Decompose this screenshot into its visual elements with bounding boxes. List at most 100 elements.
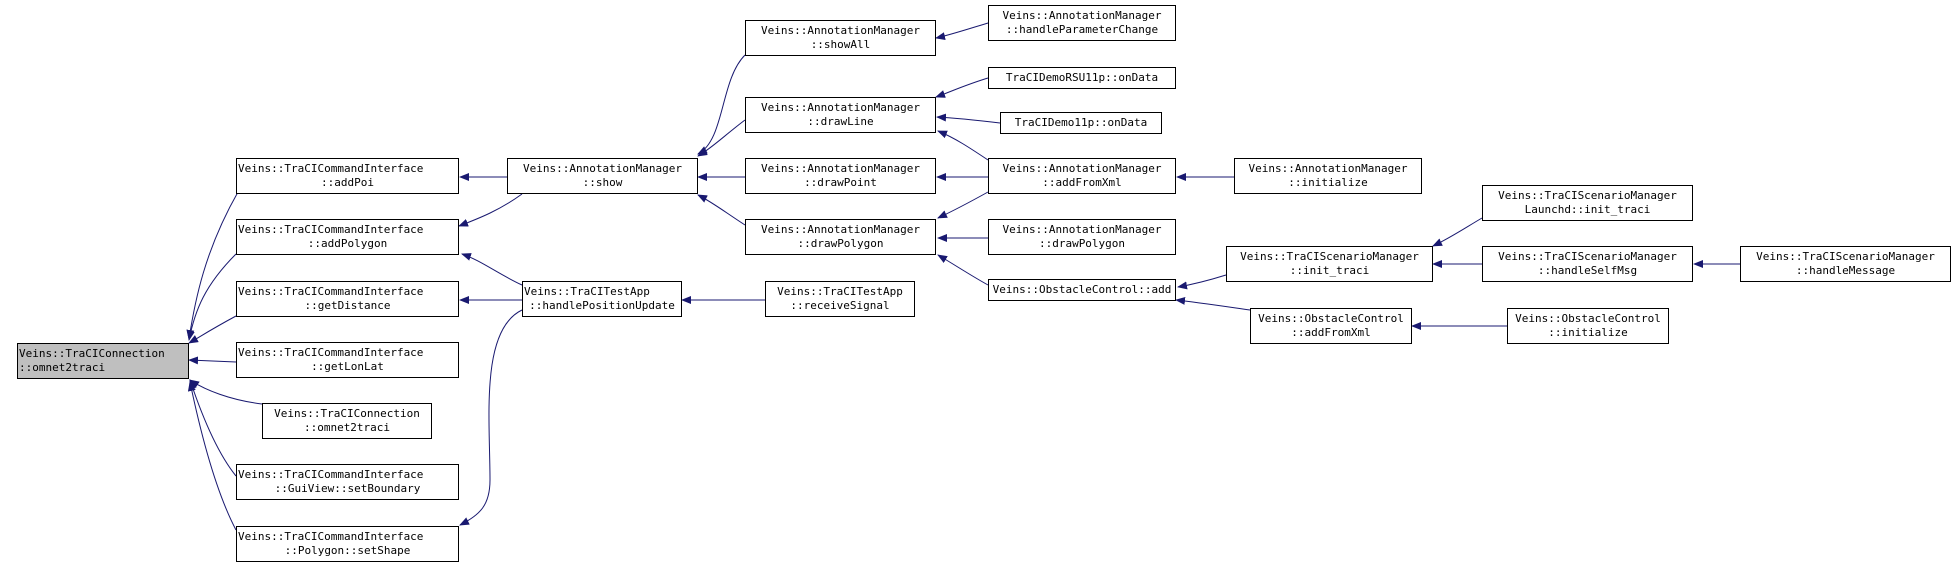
node-label-line2: ::addPoi [321, 176, 374, 189]
edge-hpu-addPolygon [461, 253, 523, 286]
node-label-line1: Veins::AnnotationManager [1002, 223, 1162, 236]
node-traciconnection-omnet2traci[interactable]: Veins::TraCIConnection ::omnet2traci [262, 403, 432, 439]
node-annotationmanager-addfromxml[interactable]: Veins::AnnotationManager ::addFromXml [988, 158, 1176, 194]
node-rsu-ondata[interactable]: TraCIDemoRSU11p::onData [988, 67, 1176, 89]
node-label-line2: ::omnet2traci [303, 421, 391, 434]
node-label-line1: Veins::AnnotationManager [1002, 162, 1162, 175]
edge-ocAddFromXml-ocAdd [1175, 296, 1251, 311]
node-label-line2: ::drawPolygon [1038, 237, 1126, 250]
edge-initTraci-ocAdd [1177, 274, 1227, 290]
node-label-line1: Veins::AnnotationManager [1248, 162, 1408, 175]
node-label-line1: Veins::TraCIScenarioManager [1756, 250, 1935, 263]
node-label-line1: Veins::TraCIScenarioManager [1240, 250, 1419, 263]
node-handleparameterchange[interactable]: Veins::AnnotationManager ::handleParamet… [988, 5, 1176, 41]
node-drawpoint[interactable]: Veins::AnnotationManager ::drawPoint [745, 158, 936, 194]
edge-rsuOnData-drawLine [935, 77, 989, 98]
node-label-line1: Veins::TraCIScenarioManager [1498, 250, 1677, 263]
node-setshape[interactable]: Veins::TraCICommandInterface ::Polygon::… [236, 526, 459, 562]
edge-hpc-showAll [935, 22, 989, 41]
node-label-line2: ::receiveSignal [790, 299, 890, 312]
edge-demoOnData-drawLine [936, 113, 1001, 124]
node-label-line2: ::omnet2traci [19, 361, 106, 374]
node-label-line2: ::initialize [1548, 326, 1628, 339]
edge-amAddFromXml-drawLine [937, 130, 989, 161]
node-handlepositionupdate[interactable]: Veins::TraCITestApp ::handlePositionUpda… [522, 281, 682, 317]
edge-hpu-setShape [459, 309, 523, 526]
edge-getLonLat-root [188, 356, 237, 365]
node-label-line2: Launchd::init_traci [1524, 203, 1651, 216]
edge-setShape-root [187, 381, 237, 531]
edge-show-addPolygon [458, 193, 523, 227]
edge-ocAdd-drawPolygon [937, 254, 989, 286]
edge-addPolygon-root [186, 253, 237, 341]
node-showall[interactable]: Veins::AnnotationManager ::showAll [745, 20, 936, 56]
node-annotationmanager-show[interactable]: Veins::AnnotationManager ::show [507, 158, 698, 194]
node-launchd-init-traci[interactable]: Veins::TraCIScenarioManager Launchd::ini… [1482, 185, 1693, 221]
node-addpoi[interactable]: Veins::TraCICommandInterface ::addPoi [236, 158, 459, 194]
node-label-line2: ::handlePositionUpdate [529, 299, 675, 312]
node-label-line1: TraCIDemo11p::onData [1014, 116, 1148, 129]
node-receivesignal[interactable]: Veins::TraCITestApp ::receiveSignal [765, 281, 915, 317]
node-label-line2: ::addFromXml [1042, 176, 1122, 189]
edge-drawPolygon-show [697, 194, 746, 226]
node-setboundary[interactable]: Veins::TraCICommandInterface ::GuiView::… [236, 464, 459, 500]
node-label-line2: ::handleSelfMsg [1537, 264, 1638, 277]
node-annotationmanager-drawpolygon-2[interactable]: Veins::AnnotationManager ::drawPolygon [988, 219, 1176, 255]
node-label-line1: Veins::AnnotationManager [523, 162, 682, 175]
node-label-line2: ::handleParameterChange [1005, 23, 1159, 36]
node-label-line1: Veins::TraCIConnection [274, 407, 420, 420]
node-label-line2: ::Polygon::setShape [284, 544, 411, 557]
node-label-line1: Veins::TraCITestApp [524, 285, 650, 298]
node-label-line1: Veins::AnnotationManager [761, 101, 920, 114]
edge-setBoundary-root [189, 379, 237, 477]
node-obstaclecontrol-add[interactable]: Veins::ObstacleControl::add [988, 279, 1176, 301]
node-label-line1: Veins::TraCIConnection [19, 347, 165, 360]
node-label-line2: ::initialize [1288, 176, 1368, 189]
node-getlonlat[interactable]: Veins::TraCICommandInterface ::getLonLat [236, 342, 459, 378]
node-scenariomanager-handlemessage[interactable]: Veins::TraCIScenarioManager ::handleMess… [1740, 246, 1951, 282]
edge-addPoi-root [186, 191, 239, 340]
node-label-line2: ::drawPoint [804, 176, 877, 189]
node-label-line2: ::getLonLat [311, 360, 384, 373]
node-obstaclecontrol-initialize[interactable]: Veins::ObstacleControl ::initialize [1507, 308, 1669, 344]
edge-getDistance-root [188, 315, 237, 344]
node-label-line1: Veins::AnnotationManager [1002, 9, 1162, 22]
node-label-line1: Veins::AnnotationManager [761, 223, 920, 236]
node-demo-ondata[interactable]: TraCIDemo11p::onData [1000, 112, 1162, 134]
node-traciconnection-omnet2traci-root[interactable]: Veins::TraCIConnection ::omnet2traci [17, 343, 189, 379]
node-label-line1: Veins::TraCIScenarioManager [1498, 189, 1677, 202]
node-label-line1: Veins::TraCICommandInterface [238, 285, 424, 298]
node-label-line1: Veins::TraCICommandInterface [238, 162, 424, 175]
node-label-line1: Veins::ObstacleControl [1258, 312, 1404, 325]
node-label-line1: Veins::ObstacleControl::add [992, 283, 1172, 296]
edge-amAddFromXml-drawPolygon [937, 191, 989, 219]
node-obstaclecontrol-addfromxml[interactable]: Veins::ObstacleControl ::addFromXml [1250, 308, 1412, 344]
node-label-line2: ::addPolygon [307, 237, 388, 250]
edge-omnetSelf-root [189, 379, 263, 405]
node-annotationmanager-initialize[interactable]: Veins::AnnotationManager ::initialize [1234, 158, 1422, 194]
edge-drawLine-show [697, 119, 746, 157]
node-label-line2: ::showAll [810, 38, 871, 51]
node-drawpolygon[interactable]: Veins::AnnotationManager ::drawPolygon [745, 219, 936, 255]
node-label-line1: TraCIDemoRSU11p::onData [1005, 71, 1159, 84]
node-label-line2: ::drawPolygon [797, 237, 884, 250]
node-label-line1: Veins::TraCICommandInterface [238, 346, 424, 359]
node-scenariomanager-init-traci[interactable]: Veins::TraCIScenarioManager ::init_traci [1226, 246, 1433, 282]
node-label-line2: ::init_traci [1289, 264, 1370, 277]
node-getdistance[interactable]: Veins::TraCICommandInterface ::getDistan… [236, 281, 459, 317]
node-label-line1: Veins::TraCITestApp [777, 285, 903, 298]
node-label-line1: Veins::TraCICommandInterface [238, 530, 424, 543]
node-label-line2: ::GuiView::setBoundary [274, 482, 421, 495]
edge-launchd-initTraci [1432, 217, 1483, 247]
node-label-line1: Veins::AnnotationManager [761, 162, 920, 175]
node-label-line1: Veins::TraCICommandInterface [238, 223, 424, 236]
node-scenariomanager-handleselfmsg[interactable]: Veins::TraCIScenarioManager ::handleSelf… [1482, 246, 1693, 282]
node-label-line2: ::handleMessage [1795, 264, 1896, 277]
node-label-line2: ::show [582, 176, 623, 189]
node-drawline[interactable]: Veins::AnnotationManager ::drawLine [745, 97, 936, 133]
node-addpolygon[interactable]: Veins::TraCICommandInterface ::addPolygo… [236, 219, 459, 255]
node-label-line2: ::drawLine [807, 115, 874, 128]
node-label-line2: ::addFromXml [1291, 326, 1371, 339]
node-label-line2: ::getDistance [304, 299, 391, 312]
